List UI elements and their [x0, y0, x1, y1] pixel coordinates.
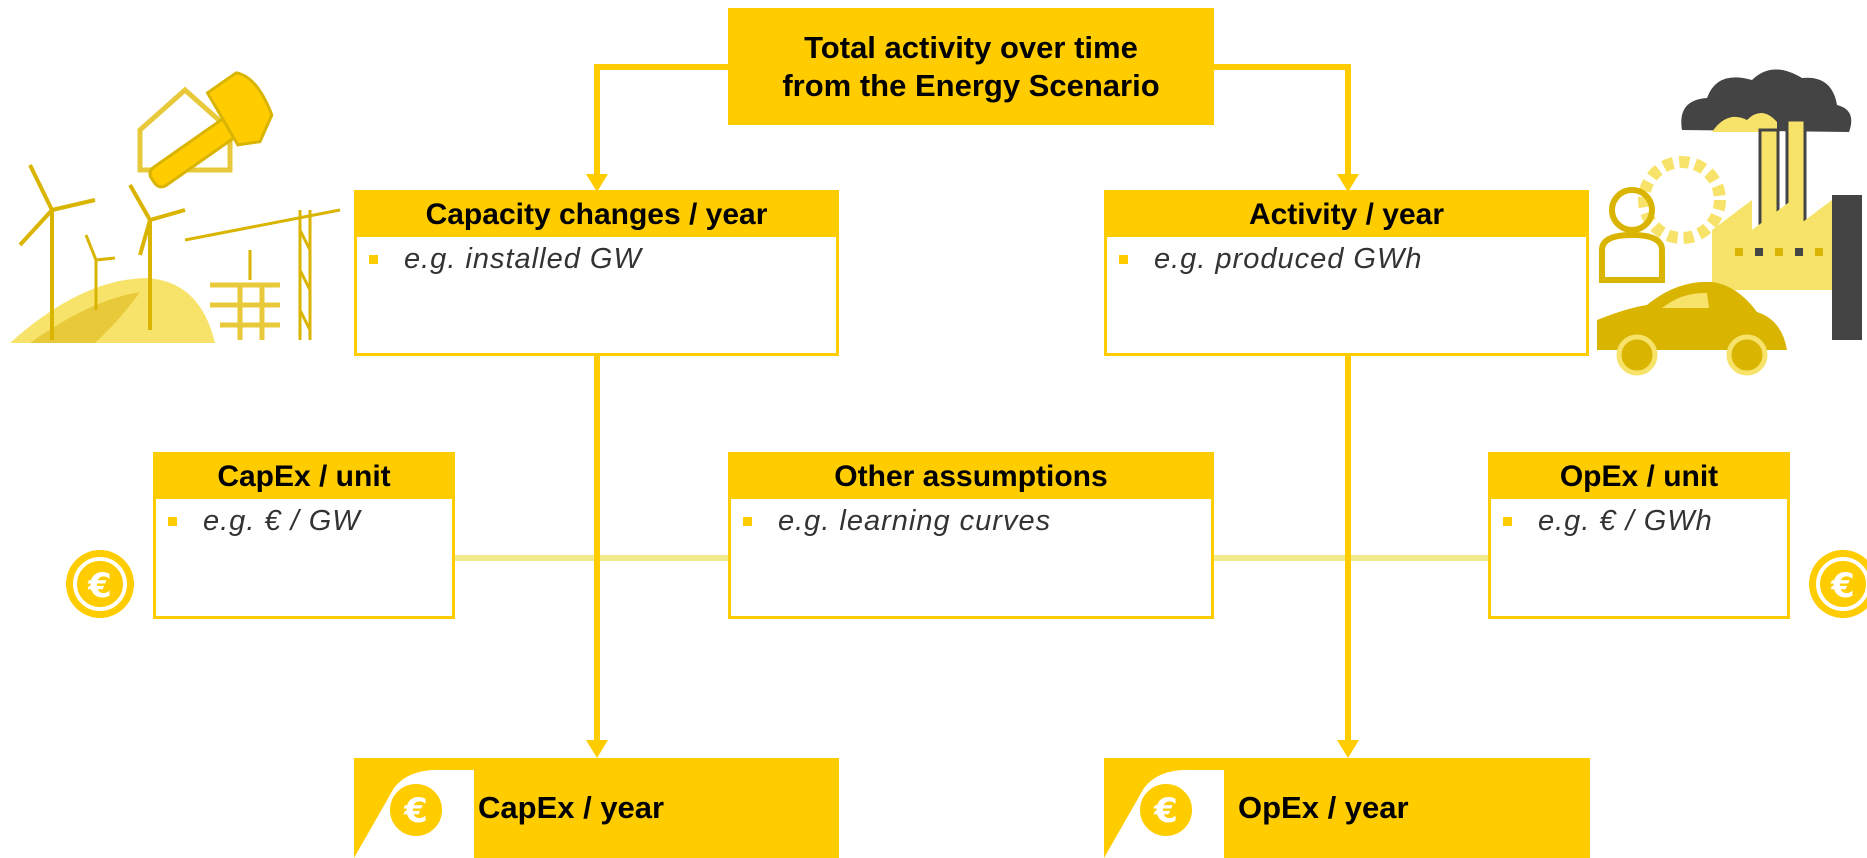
other-assumptions-title: Other assumptions [731, 455, 1211, 499]
other-assumptions-bullet: e.g. learning curves [731, 505, 1211, 538]
opex-unit-title: OpEx / unit [1491, 455, 1787, 499]
capex-year-box: € CapEx / year [354, 758, 839, 858]
opex-unit-bullet: e.g. € / GWh [1491, 505, 1787, 538]
energy-scenario-line2: from the Energy Scenario [782, 67, 1160, 103]
capacity-changes-example: e.g. installed GW [404, 243, 642, 275]
bullet-square-icon [168, 517, 177, 526]
activity-bullet: e.g. produced GWh [1107, 243, 1586, 276]
other-assumptions-box: Other assumptions e.g. learning curves [728, 452, 1214, 619]
capacity-changes-bullet: e.g. installed GW [357, 243, 836, 276]
opex-unit-example: e.g. € / GWh [1538, 505, 1713, 537]
factory-car-person-icon [1597, 69, 1862, 376]
opex-year-label: OpEx / year [1238, 790, 1409, 825]
opex-unit-box: OpEx / unit e.g. € / GWh [1488, 452, 1790, 619]
capex-year-label: CapEx / year [478, 790, 665, 825]
svg-text:€: € [1830, 566, 1855, 606]
top-to-capacity-arrow [594, 64, 728, 182]
activity-example: e.g. produced GWh [1154, 243, 1423, 275]
euro-banknote-icon: € [1104, 769, 1224, 858]
other-assumptions-example: e.g. learning curves [778, 505, 1052, 537]
svg-text:€: € [1153, 791, 1178, 831]
bullet-square-icon [369, 255, 378, 264]
capacity-changes-box: Capacity changes / year e.g. installed G… [354, 190, 839, 356]
svg-text:€: € [403, 791, 428, 831]
energy-scenario-box: Total activity over time from the Energy… [728, 8, 1214, 125]
capacity-changes-title: Capacity changes / year [357, 193, 836, 237]
activity-title: Activity / year [1107, 193, 1586, 237]
euro-banknote-icon: € [354, 769, 474, 858]
euro-coin-icon: € [1809, 550, 1867, 618]
capex-unit-title: CapEx / unit [156, 455, 452, 499]
top-to-activity-arrow [1214, 64, 1351, 182]
activity-box: Activity / year e.g. produced GWh [1104, 190, 1589, 356]
opex-year-box: € OpEx / year [1104, 758, 1590, 858]
bullet-square-icon [743, 517, 752, 526]
euro-coin-icon: € [66, 550, 134, 618]
capex-unit-bullet: e.g. € / GW [156, 505, 452, 538]
bullet-square-icon [1503, 517, 1512, 526]
capex-unit-box: CapEx / unit e.g. € / GW [153, 452, 455, 619]
capex-unit-example: e.g. € / GW [203, 505, 361, 537]
construction-windfarm-icon [10, 71, 341, 343]
energy-scenario-line1: Total activity over time [804, 29, 1138, 65]
bullet-square-icon [1119, 255, 1128, 264]
svg-text:€: € [87, 566, 112, 606]
